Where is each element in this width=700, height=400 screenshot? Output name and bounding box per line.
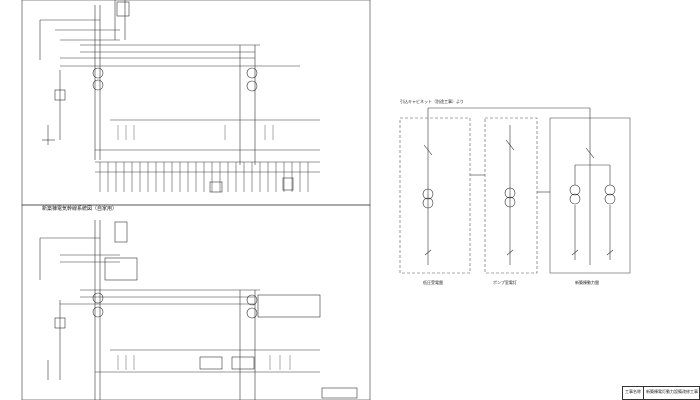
panel-3-frame (549, 117, 631, 274)
lower-left-schematic (39, 220, 358, 400)
lower-left-frame (21, 204, 371, 400)
title-block: 工事名称 新築棟電灯動力設備改修工事 (622, 386, 700, 400)
right-source-label: 引込キャビネット（別途工事）より (400, 99, 464, 104)
upper-left-diagram-title: 新築棟電気幹線系統図（自家用） (42, 206, 118, 212)
title-block-label: 工事名称 (625, 389, 641, 394)
right-schematic (427, 107, 591, 265)
title-block-value: 新築棟電灯動力設備改修工事 (646, 389, 698, 394)
panel-2-frame (484, 117, 538, 274)
right-panel-label-2: ポンプ室電灯 (493, 280, 517, 285)
right-panel-label-3: 新築棟動力盤 (575, 280, 599, 285)
title-block-divider (643, 387, 644, 399)
panel-1-frame (399, 117, 471, 274)
right-panel-label-1: 低圧受電盤 (423, 280, 443, 285)
upper-left-schematic (39, 0, 320, 193)
